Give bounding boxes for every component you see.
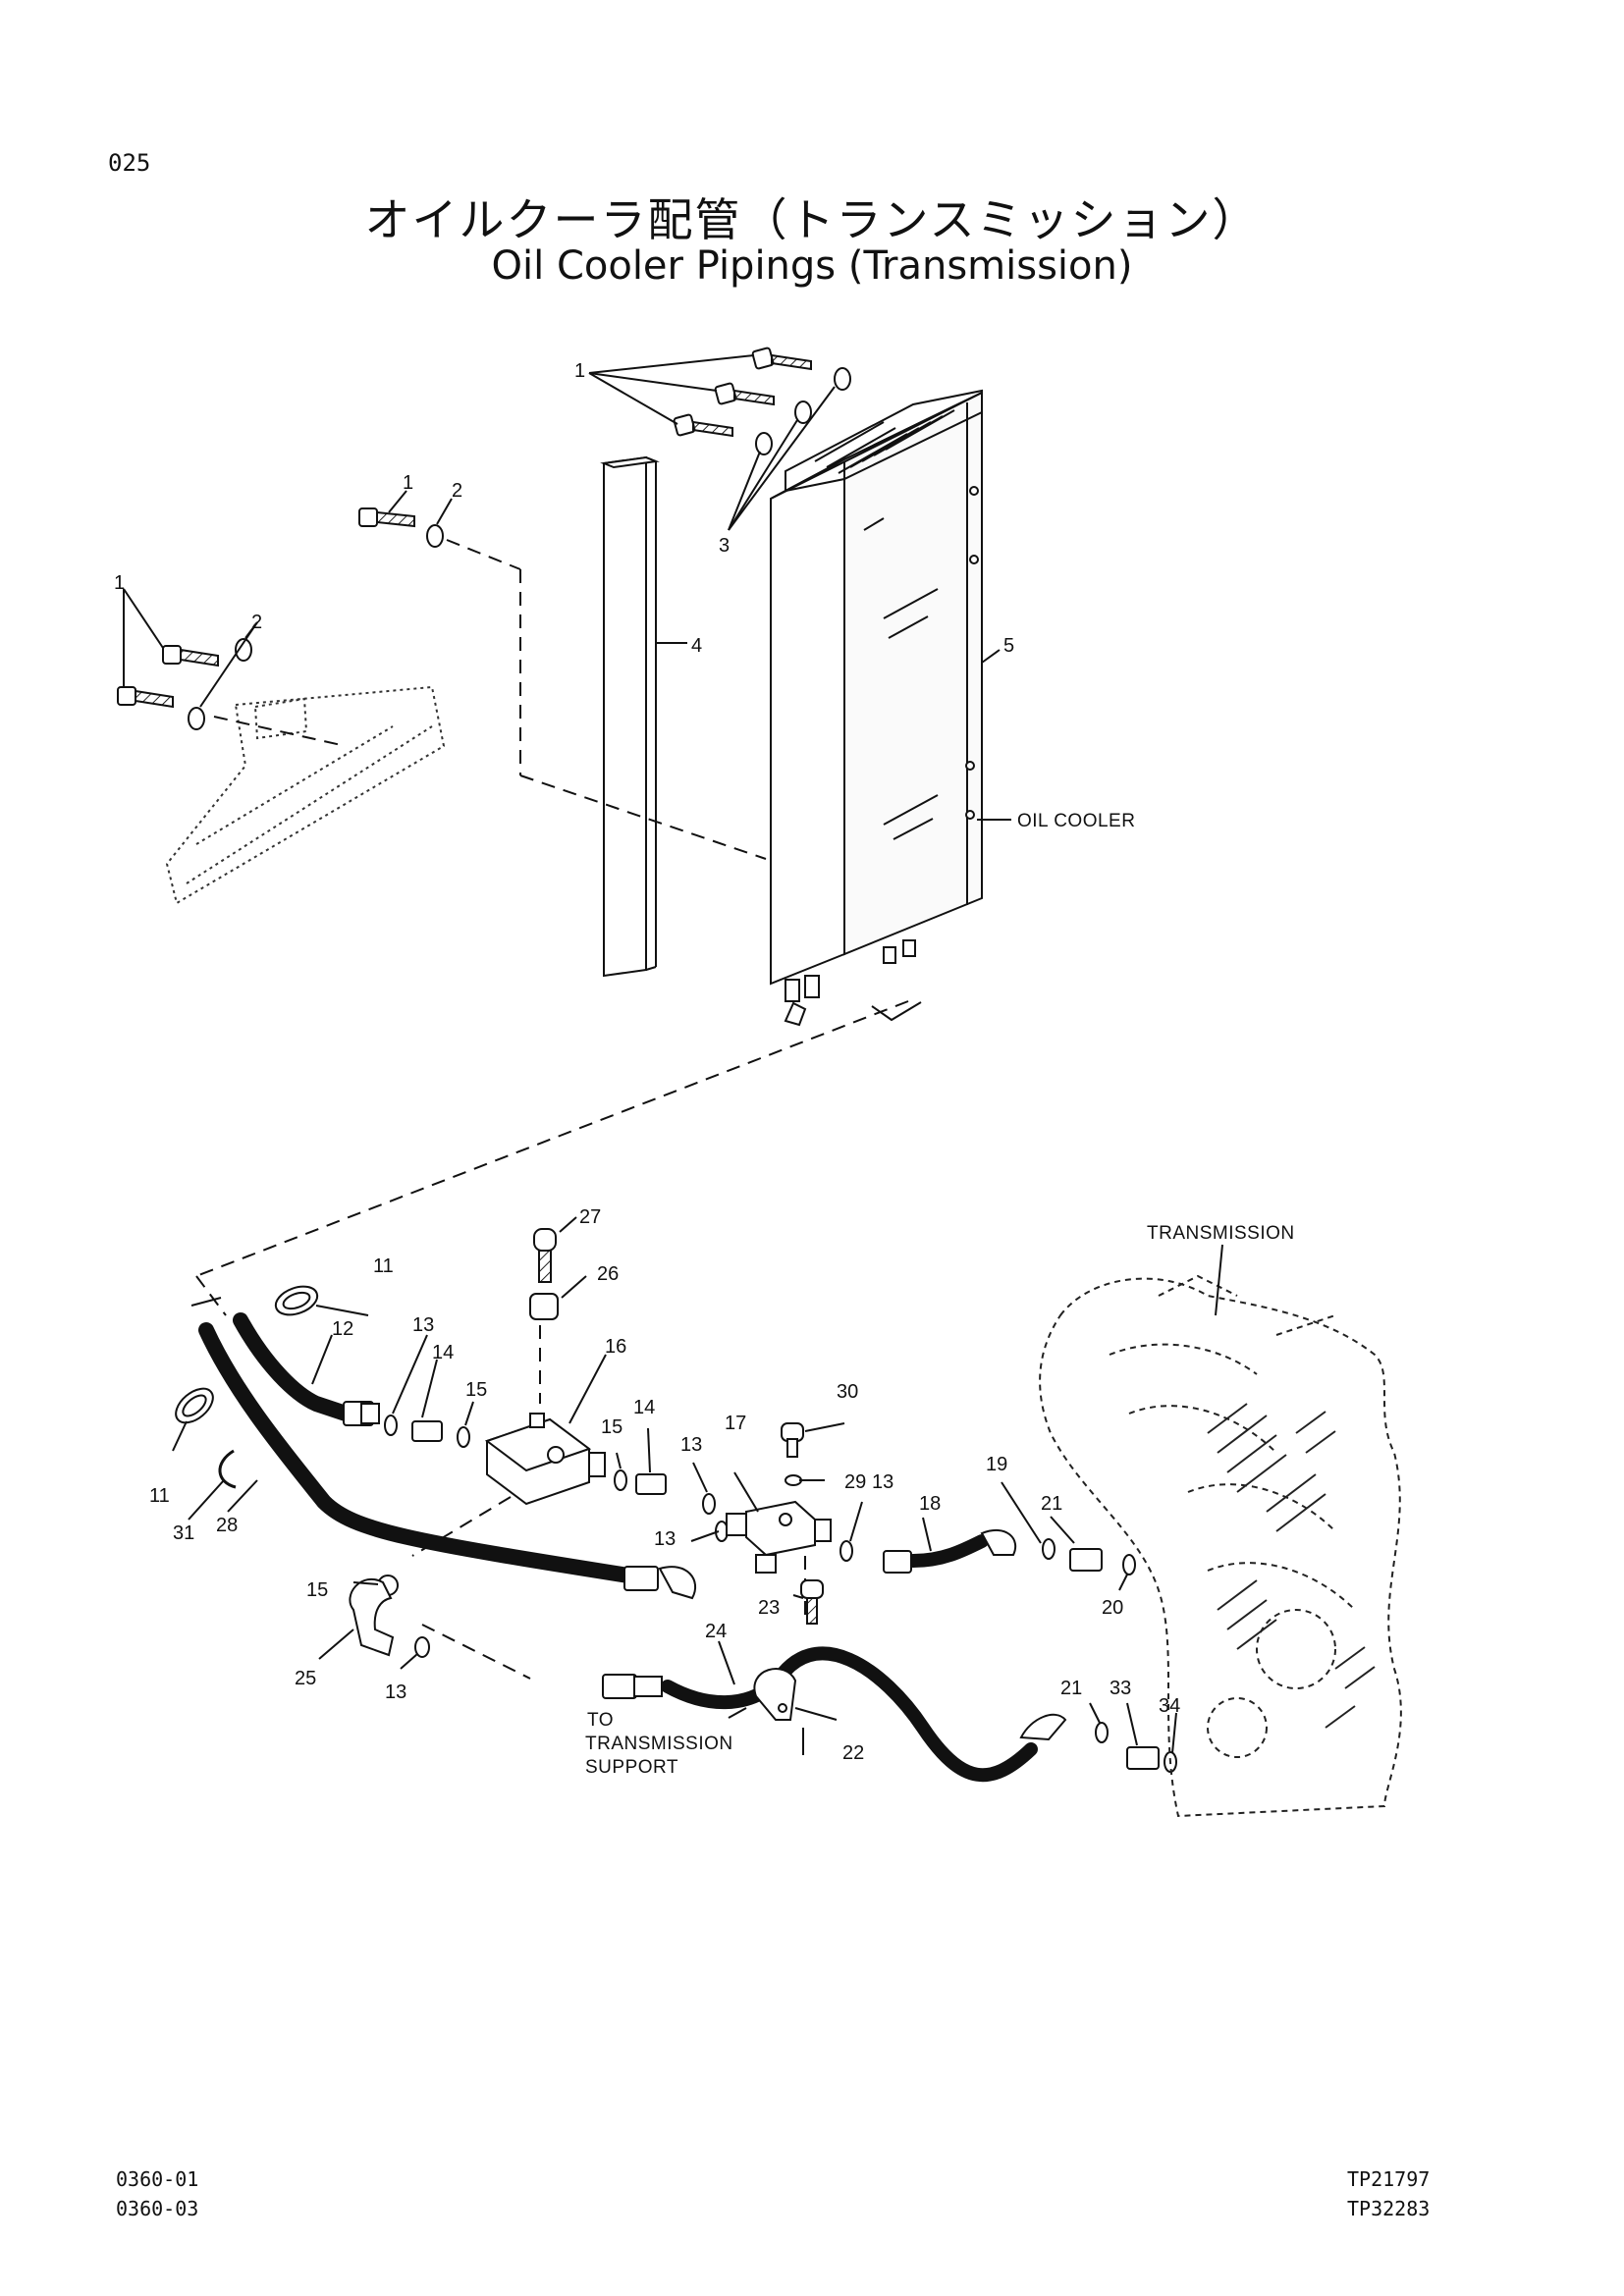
label-part-2: 2 [452,480,462,502]
label-part-1: 1 [574,360,585,382]
label-part-23: 23 [758,1597,780,1619]
page-title-english: Oil Cooler Pipings (Transmission) [491,243,1133,289]
bolts-top [117,347,851,730]
label-part-28: 28 [216,1515,238,1536]
label-part-3: 3 [719,535,730,557]
label-part-11: 11 [373,1255,394,1277]
label-part-15: 15 [465,1379,487,1401]
hose-group-bracket [190,1001,922,1307]
leader-lines-bottom [172,1216,1223,1755]
fittings [175,1228,1177,1773]
label-part-25: 25 [295,1668,316,1689]
label-part-15: 15 [601,1416,623,1438]
callout-labels: OIL COOLER TRANSMISSION TO TRANSMISSION … [585,811,1295,1778]
oil-cooler-body [770,389,983,1027]
label-part-21: 21 [1060,1678,1082,1699]
label-part-30: 30 [837,1381,858,1403]
transmission-shading [1207,1403,1376,1729]
page-title-japanese: オイルクーラ配管（トランスミッション） [364,193,1260,246]
label-part-14: 14 [633,1397,655,1418]
hoses [198,1312,1038,1783]
footer-left-line-1: 0360-01 [116,2167,199,2191]
seal-strip-part-4 [600,455,660,978]
label-part-15: 15 [306,1579,328,1601]
to-support-line-3: SUPPORT [585,1757,678,1778]
label-part-2: 2 [251,612,262,633]
mounting-bracket [165,685,446,905]
label-part-13: 13 [385,1682,406,1703]
leader-lines-top [123,354,1011,821]
to-support-line-1: TO [587,1710,614,1731]
label-part-17: 17 [725,1413,746,1434]
transmission-housing [1039,1274,1402,1818]
footer-right-line-2: TP32283 [1347,2197,1431,2220]
to-support-line-2: TRANSMISSION [585,1734,733,1754]
label-part-21: 21 [1041,1493,1062,1515]
label-part-34: 34 [1159,1695,1180,1717]
label-part-13: 13 [412,1314,434,1336]
label-part-1: 1 [403,472,413,494]
hose-fittings [343,1401,1067,1741]
footer-right-line-1: TP21797 [1347,2167,1431,2191]
label-part-13: 13 [654,1528,676,1550]
label-part-19: 19 [986,1454,1007,1475]
label-part-29: 29 [844,1471,866,1493]
label-part-11: 11 [149,1485,170,1507]
label-part-24: 24 [705,1621,727,1642]
label-part-20: 20 [1102,1597,1123,1619]
footer-right-codes: TP21797 TP32283 [1347,2164,1430,2223]
label-part-4: 4 [691,635,702,657]
oil-cooler-callout: OIL COOLER [1017,811,1135,831]
footer-left-codes: 0360-01 0360-03 [116,2164,198,2223]
label-part-33: 33 [1110,1678,1131,1699]
page-number: 025 [108,149,151,177]
footer-left-line-2: 0360-03 [116,2197,199,2220]
label-part-16: 16 [605,1336,626,1358]
label-part-22: 22 [842,1742,864,1764]
label-part-1: 1 [114,572,125,594]
label-part-13: 13 [872,1471,893,1493]
label-part-31: 31 [173,1522,194,1544]
label-part-18: 18 [919,1493,941,1515]
transmission-callout: TRANSMISSION [1147,1223,1295,1244]
label-part-26: 26 [597,1263,619,1285]
part-number-labels: 1 1 1 2 2 3 4 5 27 26 11 11 12 13 14 15 … [114,360,1180,1764]
label-part-14: 14 [432,1342,454,1363]
label-part-5: 5 [1003,635,1014,657]
label-part-27: 27 [579,1206,601,1228]
label-part-13: 13 [680,1434,702,1456]
label-part-12: 12 [332,1318,353,1340]
